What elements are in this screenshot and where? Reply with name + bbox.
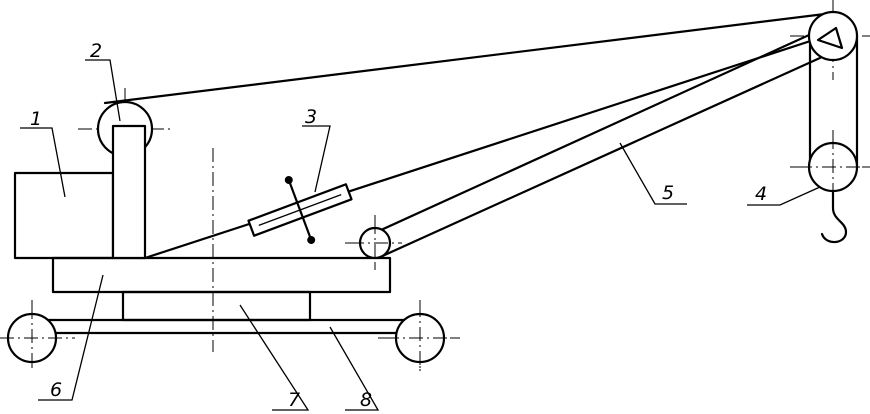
boom-pivot: [350, 220, 402, 268]
wheel-right: [385, 303, 458, 372]
label-turntable: 7: [288, 389, 300, 411]
boom-head-pulley: [807, 10, 859, 62]
label-platform: 6: [50, 379, 62, 401]
part-labels: 1 2 3 4 5 6 7 8: [30, 40, 767, 411]
boom: [368, 23, 844, 260]
leader-lines: [20, 59, 821, 411]
mast: [111, 124, 147, 260]
platform: [51, 256, 392, 294]
wheel-left: [0, 305, 70, 370]
counterweight-slider: [247, 176, 353, 244]
cables: [103, 11, 859, 260]
cab: [13, 171, 115, 260]
label-counterweight-slider: 3: [305, 106, 317, 128]
hook-block: [798, 135, 868, 244]
label-cab: 1: [30, 108, 42, 130]
label-chassis: 8: [360, 389, 372, 411]
hook-icon: [820, 189, 848, 244]
label-hook-block: 4: [755, 183, 767, 205]
turntable: [121, 290, 312, 322]
label-mast: 2: [90, 40, 102, 62]
label-boom: 5: [662, 182, 674, 204]
